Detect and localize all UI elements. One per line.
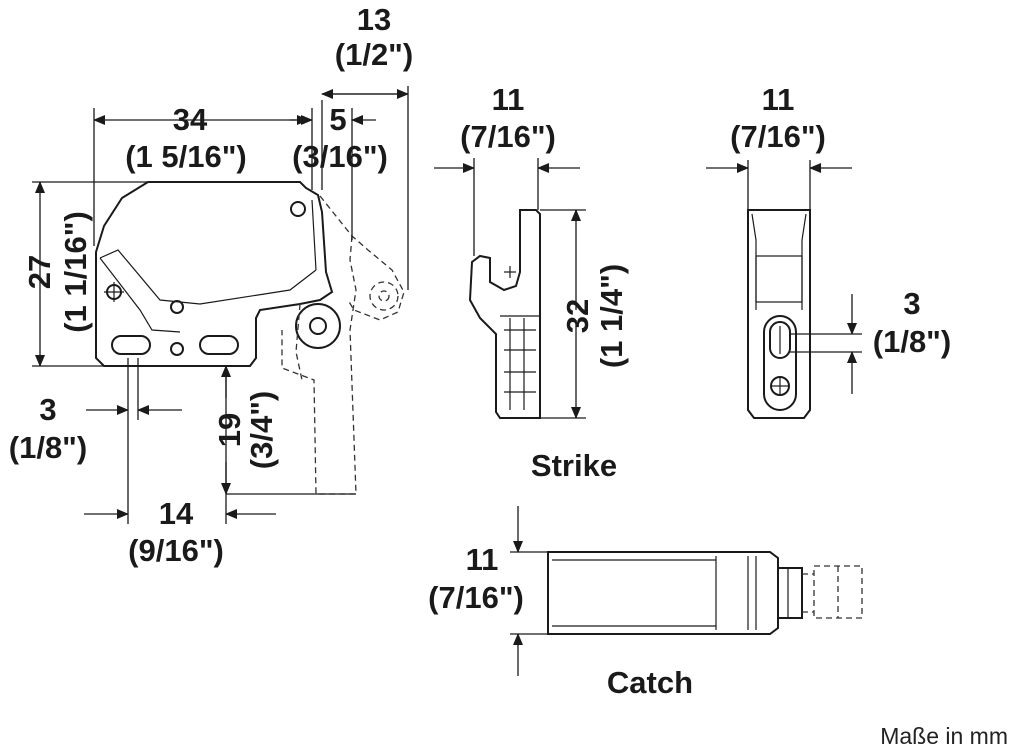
catch-side-view bbox=[95, 181, 405, 495]
dim-catch-height: 11 (7/16") bbox=[428, 506, 548, 676]
dim-strike-11-in: (7/16") bbox=[460, 119, 556, 154]
dim-strike-11-mm: 11 bbox=[492, 82, 525, 117]
strike-front-outline bbox=[747, 209, 811, 419]
catch-plunger bbox=[777, 567, 803, 619]
catch-hole bbox=[170, 300, 184, 314]
dim-5-in: (3/16") bbox=[292, 139, 388, 174]
strike-slot bbox=[769, 321, 791, 359]
strike-outline bbox=[468, 209, 541, 419]
dim-32-mm: 32 bbox=[560, 299, 595, 333]
dim-strike-slot-mm: 3 bbox=[903, 286, 920, 321]
dim-3-in: (1/8") bbox=[9, 430, 87, 465]
catch-top-view bbox=[547, 551, 863, 635]
catch-open-position bbox=[319, 195, 405, 321]
dim-hole-spacing: 14 (9/16") bbox=[84, 496, 276, 568]
dim-strike-slot-in: (1/8") bbox=[873, 324, 951, 359]
dim-strike-slot: 3 (1/8") bbox=[790, 286, 951, 394]
dim-14-in: (9/16") bbox=[128, 533, 224, 568]
dim-strike-front-11-mm: 11 bbox=[762, 82, 795, 117]
dim-strike-front-width: 11 (7/16") bbox=[706, 82, 852, 210]
catch-hole bbox=[170, 342, 184, 356]
dim-27-mm: 27 bbox=[22, 255, 57, 289]
dim-13-in: (1/2") bbox=[335, 37, 413, 72]
strike-slot-outline bbox=[763, 315, 797, 411]
catch-lever-outline bbox=[99, 199, 317, 305]
dim-catch-11-in: (7/16") bbox=[428, 580, 524, 615]
dim-19-mm: 19 bbox=[212, 413, 247, 447]
dim-14-mm: 14 bbox=[159, 496, 194, 531]
dim-depth-overhang: 13 (1/2") bbox=[321, 2, 413, 290]
units-note: Maße in mm bbox=[880, 723, 1008, 749]
dim-3-mm: 3 bbox=[39, 392, 56, 427]
strike-caption: Strike bbox=[531, 448, 617, 483]
dim-length: 34 (1 5/16") bbox=[93, 102, 309, 246]
dim-slot: 3 (1/8") bbox=[9, 358, 182, 524]
catch-top-outline bbox=[547, 551, 779, 635]
dim-5-mm: 5 bbox=[329, 102, 346, 137]
catch-pivot-hole bbox=[290, 201, 306, 217]
strike-hole bbox=[770, 376, 790, 396]
dim-13-mm: 13 bbox=[357, 2, 391, 37]
dim-27-in: (1 1/16") bbox=[58, 211, 93, 333]
dim-travel: 5 (3/16") bbox=[290, 102, 388, 240]
dim-strike-front-11-in: (7/16") bbox=[730, 119, 826, 154]
mounting-slot-right bbox=[199, 335, 239, 355]
catch-roller bbox=[295, 303, 341, 349]
dim-drop: 19 (3/4") bbox=[212, 365, 356, 524]
mounting-slot-left bbox=[111, 335, 151, 355]
dim-34-mm: 34 bbox=[173, 102, 208, 137]
catch-body-outline bbox=[95, 181, 334, 367]
dim-catch-11-mm: 11 bbox=[466, 542, 499, 577]
dim-strike-height: 32 (1 1/4") bbox=[540, 209, 629, 419]
strike-front-view bbox=[747, 209, 811, 419]
strike-side-view bbox=[468, 209, 541, 419]
dim-height: 27 (1 1/16") bbox=[22, 181, 148, 367]
dim-32-in: (1 1/4") bbox=[594, 264, 629, 368]
catch-caption: Catch bbox=[607, 665, 693, 700]
dim-19-in: (3/4") bbox=[244, 391, 279, 469]
dim-34-in: (1 5/16") bbox=[125, 139, 247, 174]
dim-strike-width: 11 (7/16") bbox=[434, 82, 580, 256]
